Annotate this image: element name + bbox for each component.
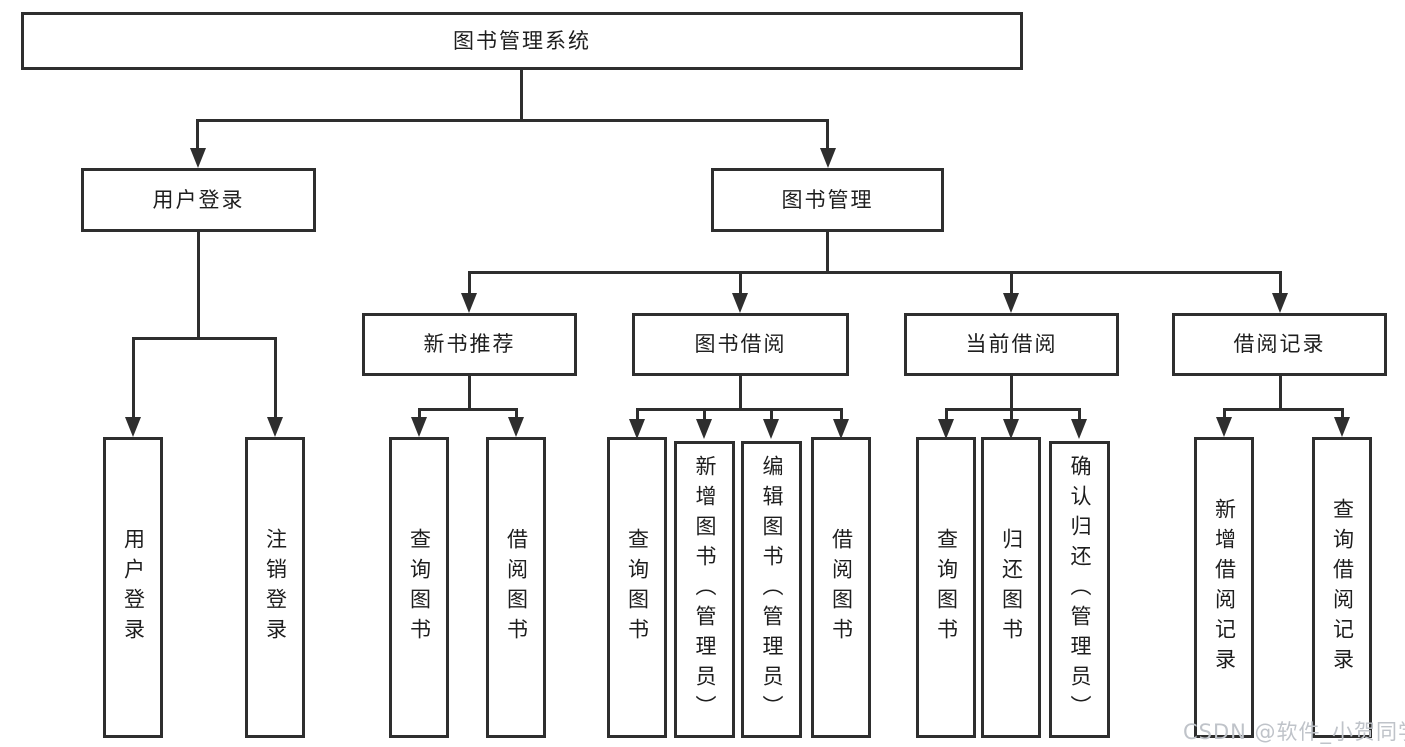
connector-line (1223, 408, 1344, 411)
node-book-borrow-label: 图书借阅 (694, 332, 787, 356)
leaf-bb-query-book: 查询图书 (607, 437, 667, 738)
leaf-user-login-label: 用户登录 (121, 527, 146, 648)
node-current-borrow: 当前借阅 (904, 313, 1119, 376)
connector-line (1010, 376, 1013, 409)
leaf-nb-borrow-book: 借阅图书 (486, 437, 546, 738)
connector-line (418, 408, 421, 420)
connector-line (274, 337, 277, 419)
connector-line (132, 337, 135, 419)
leaf-bb-borrow-book-label: 借阅图书 (829, 527, 854, 648)
leaf-bb-borrow-book: 借阅图书 (811, 437, 871, 738)
connector-line (840, 408, 843, 421)
leaf-bb-edit-book-admin-label: 编辑图书（管理员） (760, 454, 784, 725)
connector-line (739, 376, 742, 409)
arrowhead-icon (1071, 419, 1087, 439)
arrowhead-icon (732, 293, 748, 313)
arrowhead-icon (833, 419, 849, 439)
node-book-borrow: 图书借阅 (632, 313, 849, 376)
node-user-login-label: 用户登录 (152, 187, 245, 212)
arrowhead-icon (508, 417, 524, 437)
csdn-watermark: CSDN @软件_小贺同学 (1183, 720, 1405, 744)
connector-line (520, 70, 523, 120)
connector-line (945, 408, 1081, 411)
connector-line (197, 232, 200, 338)
leaf-bb-add-book-admin: 新增图书（管理员） (674, 441, 735, 738)
connector-line (468, 271, 471, 297)
connector-line (636, 408, 843, 411)
leaf-logout: 注销登录 (245, 437, 305, 738)
leaf-cb-confirm-return-admin-label: 确认归还（管理员） (1068, 454, 1092, 725)
arrowhead-icon (820, 148, 836, 168)
leaf-logout-label: 注销登录 (263, 527, 288, 648)
connector-line (945, 408, 948, 421)
leaf-cb-return-book-label: 归还图书 (999, 527, 1024, 648)
node-borrow-record-label: 借阅记录 (1233, 332, 1326, 356)
connector-line (703, 408, 706, 421)
leaf-cb-confirm-return-admin: 确认归还（管理员） (1049, 441, 1110, 738)
connector-line (636, 408, 639, 421)
leaf-br-query-record-label: 查询借阅记录 (1330, 497, 1355, 678)
leaf-br-add-record-label: 新增借阅记录 (1212, 497, 1237, 678)
connector-line (826, 232, 829, 272)
node-root-label: 图书管理系统 (453, 28, 591, 53)
connector-line (515, 408, 518, 420)
arrowhead-icon (1272, 293, 1288, 313)
node-borrow-record: 借阅记录 (1172, 313, 1387, 376)
arrowhead-icon (125, 417, 141, 437)
node-root: 图书管理系统 (21, 12, 1023, 70)
connector-line (1010, 271, 1013, 297)
arrowhead-icon (763, 419, 779, 439)
leaf-user-login: 用户登录 (103, 437, 163, 738)
leaf-cb-query-book: 查询图书 (916, 437, 976, 738)
connector-line (132, 337, 277, 340)
arrowhead-icon (267, 417, 283, 437)
node-user-login: 用户登录 (81, 168, 316, 232)
arrowhead-icon (1334, 417, 1350, 437)
arrowhead-icon (1003, 419, 1019, 439)
leaf-cb-query-book-label: 查询图书 (934, 527, 959, 648)
connector-line (1078, 408, 1081, 421)
connector-line (739, 271, 742, 297)
arrowhead-icon (411, 417, 427, 437)
connector-line (468, 376, 471, 409)
leaf-bb-edit-book-admin: 编辑图书（管理员） (741, 441, 802, 738)
connector-line (468, 271, 1282, 274)
node-book-management: 图书管理 (711, 168, 944, 232)
node-current-borrow-label: 当前借阅 (965, 332, 1058, 356)
node-new-book-recommend: 新书推荐 (362, 313, 577, 376)
node-new-book-recommend-label: 新书推荐 (423, 332, 516, 356)
connector-line (1223, 408, 1226, 420)
arrowhead-icon (1003, 293, 1019, 313)
leaf-nb-query-book: 查询图书 (389, 437, 449, 738)
leaf-nb-borrow-book-label: 借阅图书 (504, 527, 529, 648)
arrowhead-icon (1216, 417, 1232, 437)
arrowhead-icon (461, 293, 477, 313)
connector-line (1279, 375, 1282, 409)
leaf-bb-query-book-label: 查询图书 (625, 527, 650, 648)
arrowhead-icon (696, 419, 712, 439)
arrowhead-icon (938, 419, 954, 439)
node-book-management-label: 图书管理 (781, 187, 874, 212)
connector-line (1279, 271, 1282, 297)
arrowhead-icon (629, 419, 645, 439)
arrowhead-icon (190, 148, 206, 168)
leaf-cb-return-book: 归还图书 (981, 437, 1041, 738)
leaf-nb-query-book-label: 查询图书 (407, 527, 432, 648)
connector-line (770, 408, 773, 421)
leaf-br-query-record: 查询借阅记录 (1312, 437, 1372, 738)
connector-line (1341, 408, 1344, 420)
connector-line (196, 119, 829, 122)
connector-line (826, 119, 829, 150)
leaf-br-add-record: 新增借阅记录 (1194, 437, 1254, 738)
connector-line (418, 408, 518, 411)
connector-line (1010, 408, 1013, 421)
connector-line (196, 119, 199, 150)
leaf-bb-add-book-admin-label: 新增图书（管理员） (693, 454, 717, 725)
